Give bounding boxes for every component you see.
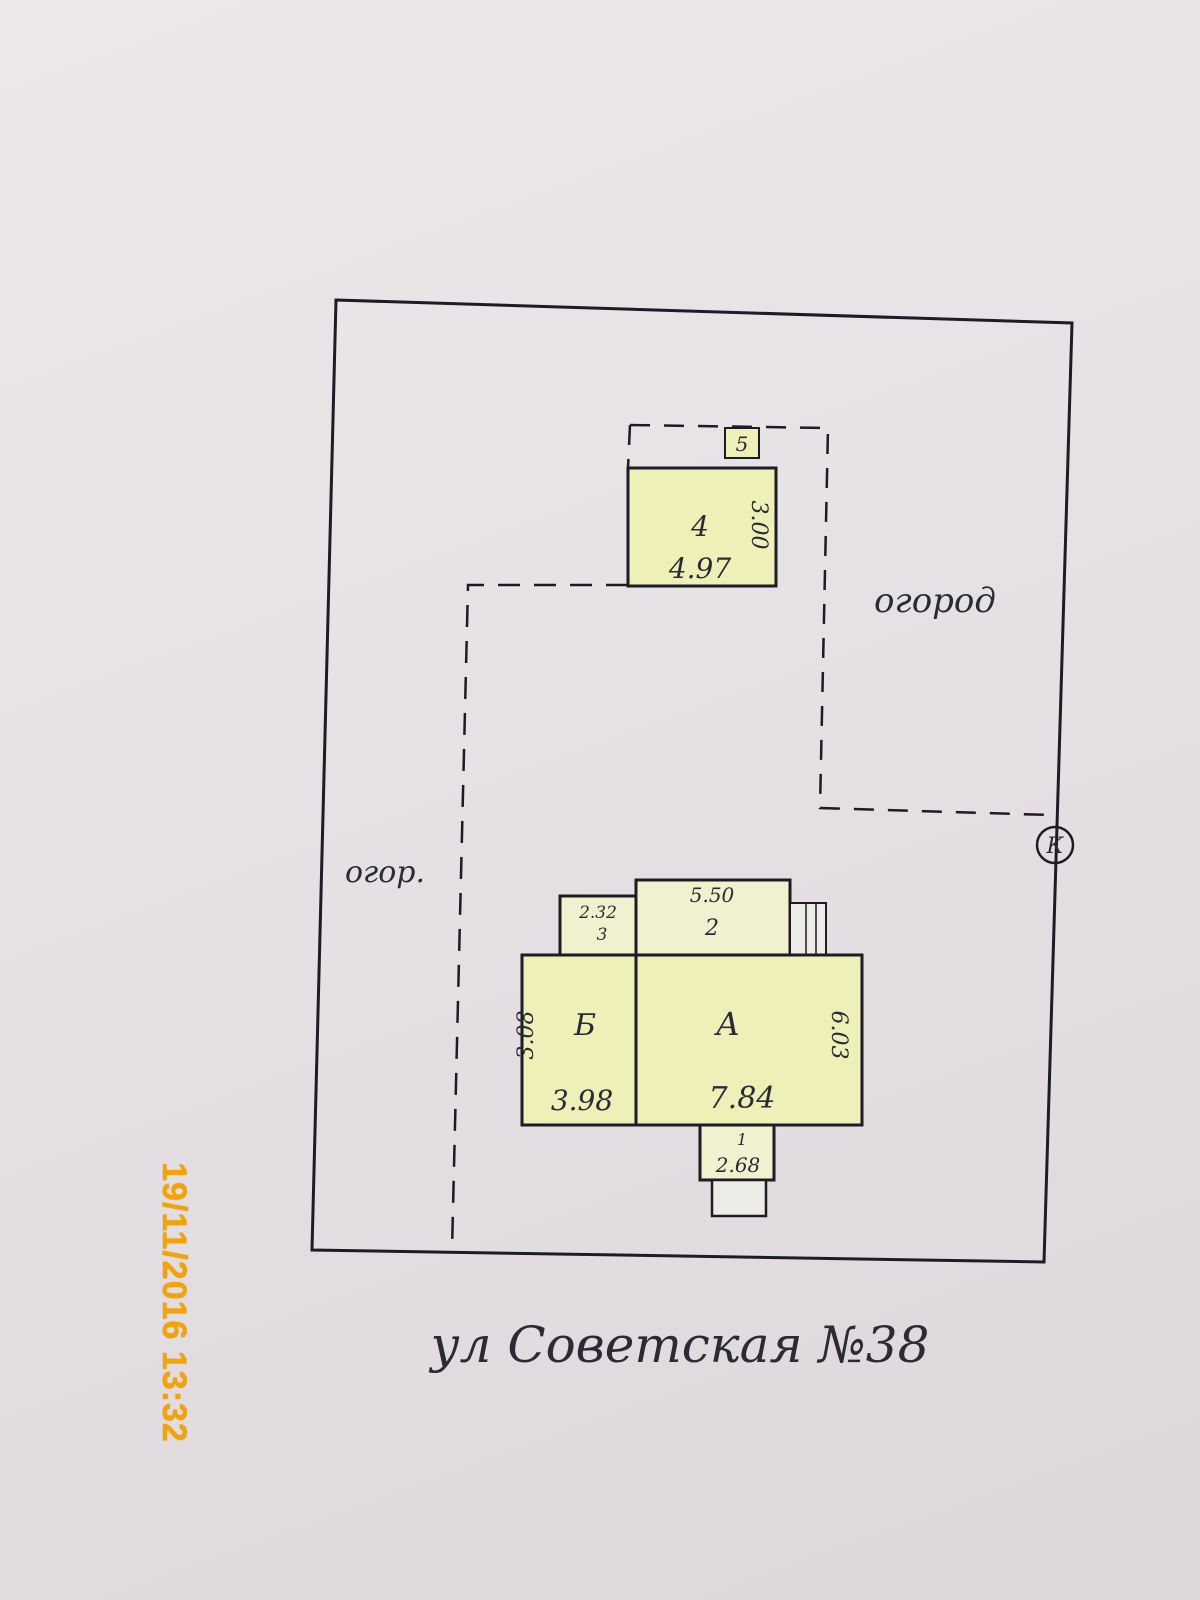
small-structure-5 — [724, 427, 760, 459]
yard-dashed-boundary — [450, 583, 628, 1251]
small-room-area: 2.32 — [578, 903, 617, 923]
lot-boundary — [310, 298, 1074, 1264]
porch-number: 1 — [737, 1130, 747, 1149]
shed-area: 4.97 — [668, 552, 732, 585]
room-b-dimension: 3.08 — [514, 1011, 539, 1060]
room-a — [634, 953, 864, 1127]
date-stamp: 19/11/2016 13:32 — [118, 1112, 228, 1492]
small-structure-number: 5 — [736, 432, 749, 456]
side-steps — [789, 902, 827, 959]
garden-dashed-left — [626, 424, 632, 469]
room-a-letter: А — [714, 1005, 740, 1043]
date-stamp-text: 19/11/2016 13:32 — [154, 1161, 193, 1443]
porch-area: 2.68 — [715, 1153, 761, 1177]
room-b — [520, 953, 638, 1127]
garden-label-right: огород — [874, 581, 996, 621]
garden-dashed-boundary — [629, 423, 1051, 817]
extension-2-area: 5.50 — [690, 883, 735, 907]
room-a-area: 7.84 — [709, 1081, 776, 1116]
street-label: ул Советская №38 — [429, 1316, 930, 1374]
porch-steps — [710, 1178, 768, 1218]
room-b-letter: Б — [573, 1008, 596, 1043]
garden-label-left: огор. — [345, 855, 425, 890]
shed-dimension: 3.00 — [746, 501, 771, 550]
room-b-area: 3.98 — [551, 1084, 613, 1117]
shed-number: 4 — [690, 510, 709, 543]
shed-building — [626, 466, 778, 588]
room-a-dimension: 6.03 — [826, 1011, 851, 1060]
small-room-number: 3 — [597, 925, 608, 945]
corner-marker — [1035, 825, 1075, 865]
extension-2-number: 2 — [704, 916, 719, 941]
corner-marker-letter: К — [1045, 834, 1064, 859]
